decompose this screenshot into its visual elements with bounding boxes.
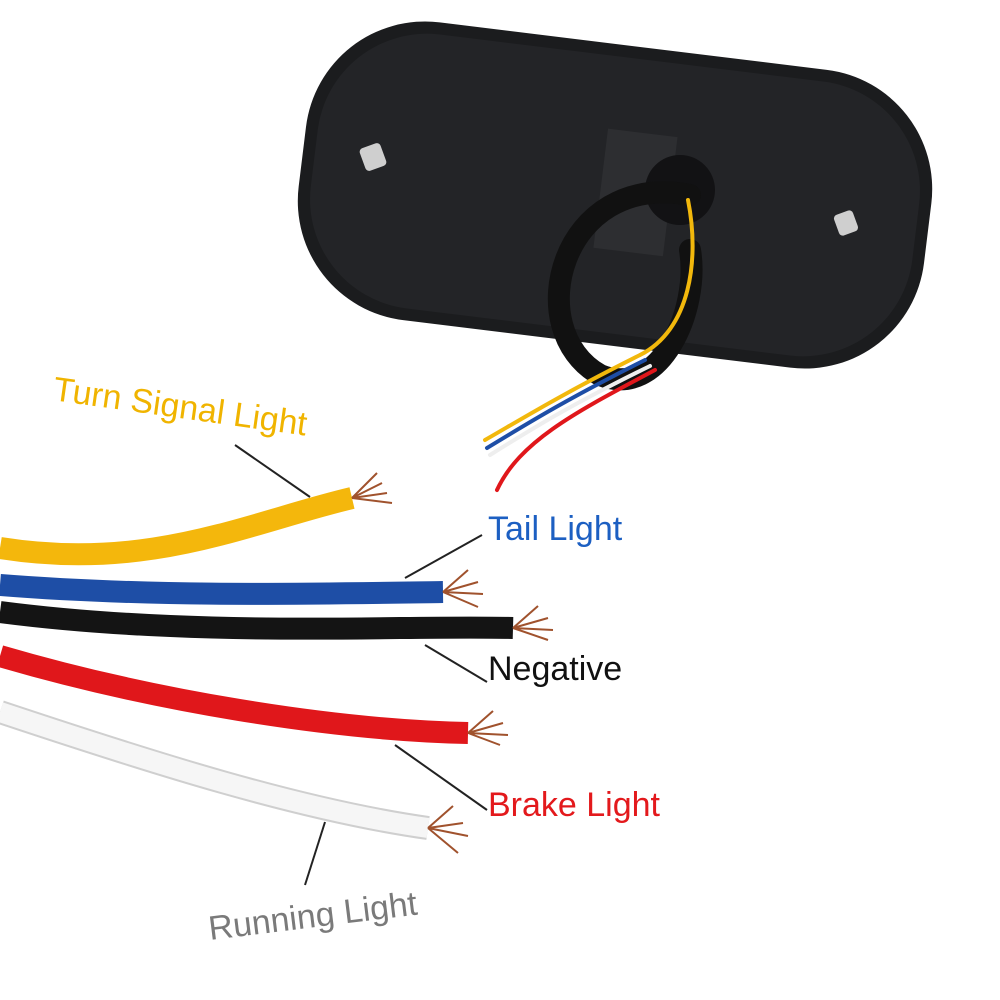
leader-tail <box>404 534 483 579</box>
mounting-stud-left <box>359 143 387 171</box>
wire-white <box>0 700 469 854</box>
label-tail-light: Tail Light <box>488 510 623 548</box>
mounting-stud-right <box>833 210 859 236</box>
leader-brake <box>394 744 488 811</box>
leader-turn-signal <box>234 444 311 498</box>
label-brake-light: Brake Light <box>488 786 661 824</box>
leader-negative <box>424 644 488 683</box>
wire-black <box>0 601 554 641</box>
wire-blue <box>0 569 484 608</box>
housing-cable <box>483 181 703 492</box>
label-turn-signal: Turn Signal Light <box>51 370 310 443</box>
wire-red <box>0 645 509 746</box>
label-negative: Negative <box>488 650 622 688</box>
wire-yellow <box>0 472 393 566</box>
leader-running <box>304 821 326 886</box>
label-running-light: Running Light <box>206 885 419 948</box>
